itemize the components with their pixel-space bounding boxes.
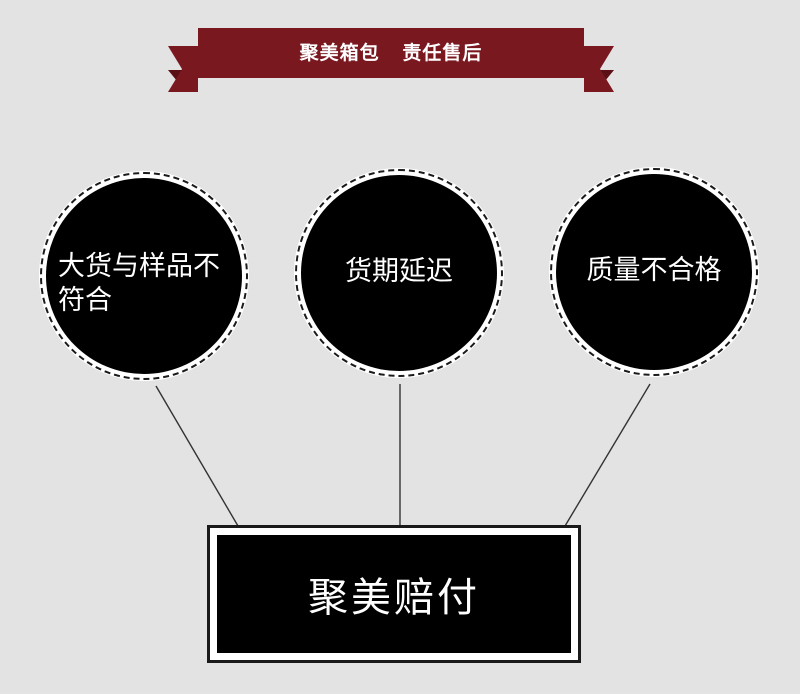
connector-line-3 xyxy=(564,383,651,527)
issue-label-delivery-delay: 货期延迟 xyxy=(345,256,453,287)
issue-circle-delivery-delay: 货期延迟 xyxy=(295,169,503,377)
title-banner: 聚美箱包 责任售后 xyxy=(168,26,614,98)
banner-title: 聚美箱包 责任售后 xyxy=(299,42,483,64)
issue-label-sample-mismatch: 大货与样品不符合 xyxy=(58,251,220,316)
connector-line-1 xyxy=(155,385,239,527)
compensation-box-inner: 聚美赔付 xyxy=(217,535,571,653)
banner-ribbon-shape xyxy=(168,28,614,92)
compensation-label: 聚美赔付 xyxy=(308,575,480,621)
issue-circle-quality-failure: 质量不合格 xyxy=(550,168,758,376)
compensation-box: 聚美赔付 xyxy=(207,525,581,663)
issue-circle-sample-mismatch: 大货与样品不符合 xyxy=(40,172,248,380)
issue-label-quality-failure: 质量不合格 xyxy=(586,255,722,286)
